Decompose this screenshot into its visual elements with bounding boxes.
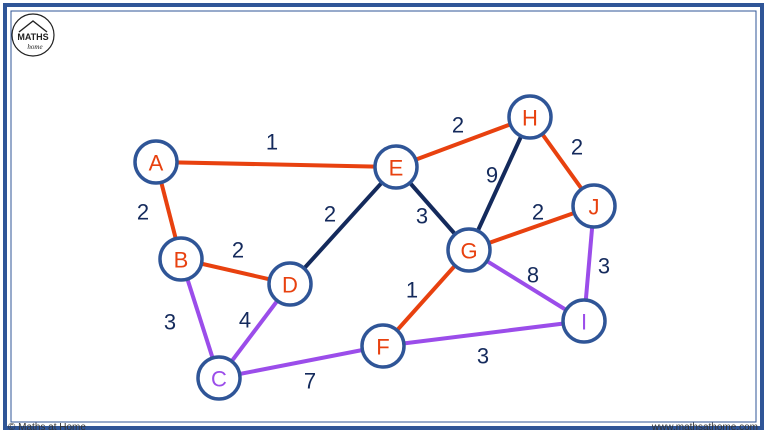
node-h: H [507, 94, 553, 140]
node-label-f: F [376, 335, 389, 360]
node-label-j: J [589, 195, 600, 220]
edge-weight-b-d: 2 [232, 238, 244, 263]
edge-weight-b-c: 3 [164, 310, 176, 335]
copyright-text: © Maths at Home [8, 422, 86, 433]
edge-a-e [155, 160, 397, 169]
node-e: E [373, 144, 419, 190]
node-circle-g [446, 227, 492, 273]
edge-weight-j-i: 3 [598, 254, 610, 279]
logo-text-line1: MATHS [17, 32, 48, 42]
inner-frame [10, 10, 757, 423]
node-circle-a [133, 139, 179, 185]
edge-weight-d-e: 2 [324, 202, 336, 227]
website-url: www.mathsathome.com [651, 422, 758, 433]
node-label-i: I [581, 310, 587, 335]
edge-weight-h-j: 2 [571, 135, 583, 160]
edge-weight-f-i: 3 [477, 344, 489, 369]
node-j: J [571, 183, 617, 229]
node-label-h: H [522, 106, 538, 131]
node-label-g: G [460, 239, 477, 264]
node-label-b: B [174, 248, 189, 273]
node-f: F [360, 323, 406, 369]
node-circle-e [373, 144, 419, 190]
edge-weight-a-e: 1 [266, 130, 278, 155]
node-d: D [267, 261, 313, 307]
node-label-e: E [389, 156, 404, 181]
edge-weight-f-g: 1 [406, 278, 418, 303]
node-g: G [446, 227, 492, 273]
node-circle-c [196, 355, 242, 401]
node-a: A [133, 139, 179, 185]
edge-d-e [288, 165, 398, 286]
node-circle-f [360, 323, 406, 369]
edge-e-h [395, 115, 531, 169]
edge-weight-g-h: 9 [486, 163, 498, 188]
node-circle-b [158, 236, 204, 282]
logo-text-line2: home [27, 43, 42, 51]
node-label-d: D [282, 273, 298, 298]
edge-weight-a-b: 2 [137, 200, 149, 225]
edge-weight-g-j: 2 [532, 200, 544, 225]
node-c: C [196, 355, 242, 401]
node-label-c: C [211, 367, 227, 392]
node-circle-h [507, 94, 553, 140]
node-circle-j [571, 183, 617, 229]
maths-at-home-logo: MATHS home [11, 13, 55, 57]
edge-g-h [467, 116, 532, 251]
edge-weight-c-d: 4 [239, 308, 251, 333]
node-i: I [561, 298, 607, 344]
edge-weight-e-h: 2 [452, 113, 464, 138]
edge-weight-c-f: 7 [304, 369, 316, 394]
node-circle-d [267, 261, 313, 307]
nodes-group: A B C D E F G H I J [133, 94, 617, 401]
node-b: B [158, 236, 204, 282]
edge-weight-g-i: 8 [527, 263, 539, 288]
node-label-a: A [149, 151, 164, 176]
node-circle-i [561, 298, 607, 344]
outer-frame [3, 3, 764, 430]
edge-weight-e-g: 3 [416, 204, 428, 229]
edge-f-i [382, 319, 585, 348]
edge-c-f [218, 344, 384, 380]
